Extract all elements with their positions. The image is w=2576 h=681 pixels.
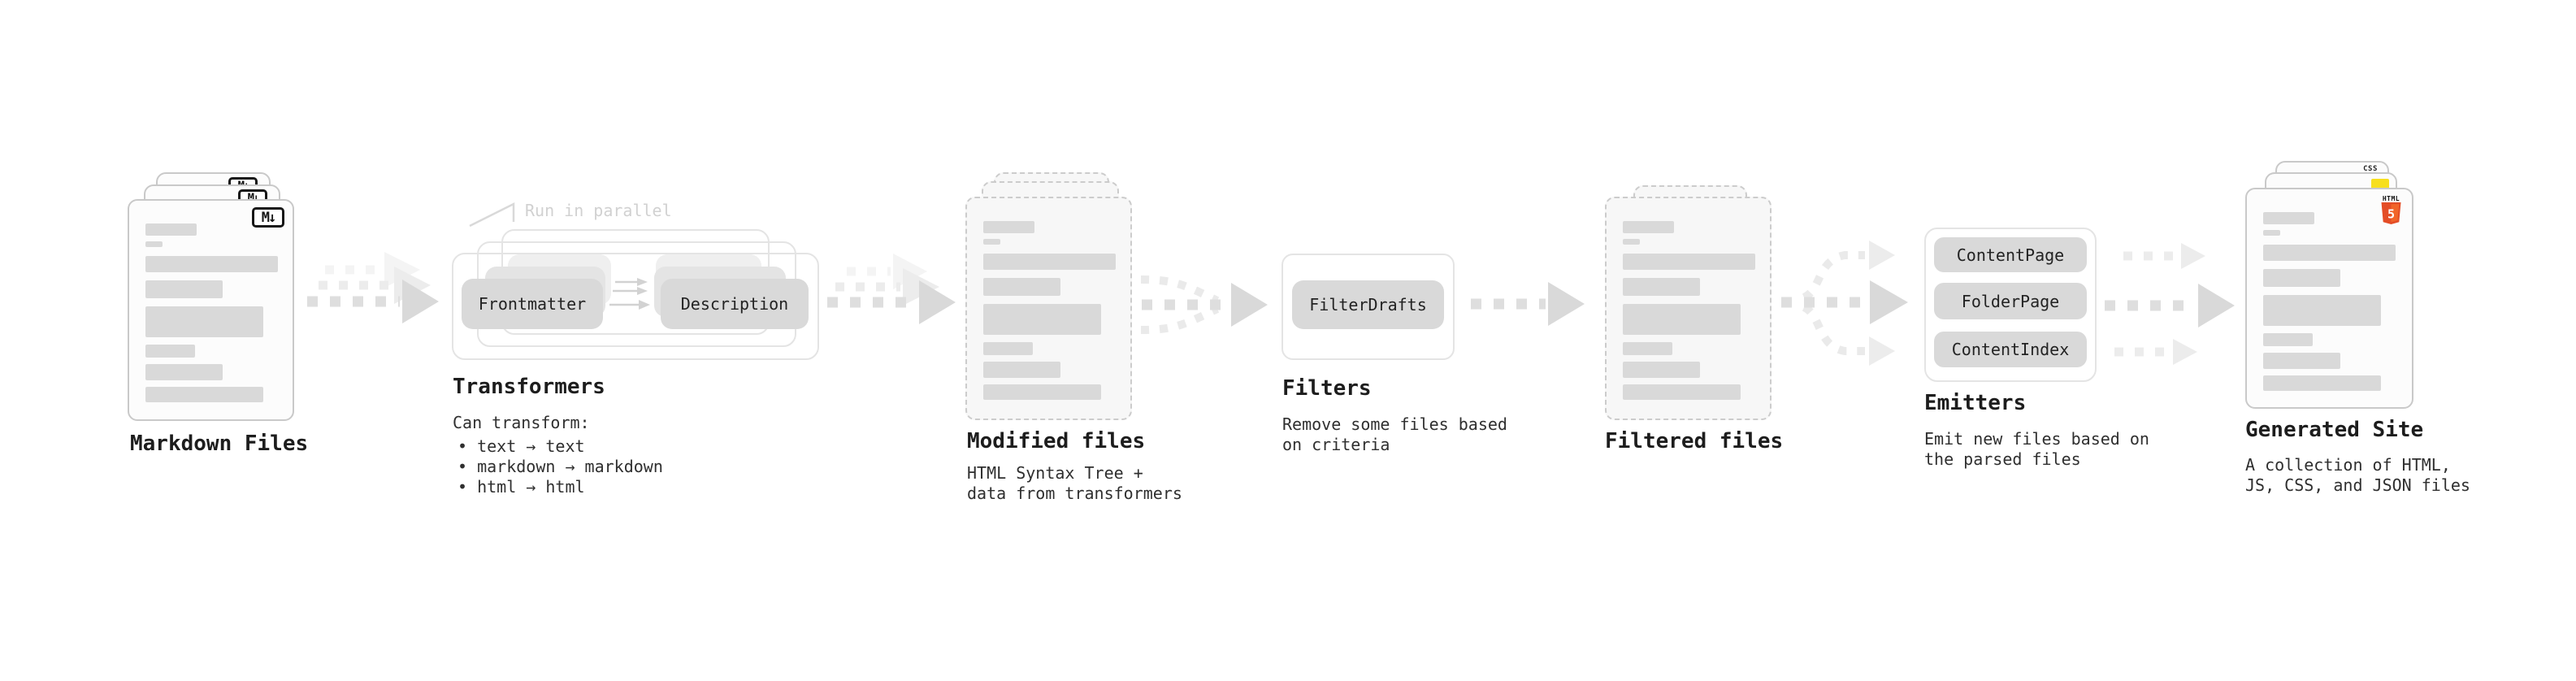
text-line-placeholder (2263, 353, 2340, 369)
emitters-group-box (1924, 228, 2097, 382)
text-line-placeholder (1623, 254, 1755, 270)
modified-desc-line1: HTML Syntax Tree + (967, 463, 1143, 483)
stage-title-filtered-files: Filtered files (1605, 429, 1784, 453)
folderpage-node: FolderPage (1934, 283, 2087, 319)
text-line-placeholder (145, 256, 278, 272)
contentindex-node: ContentIndex (1934, 332, 2087, 367)
transformers-desc: Can transform: (453, 413, 590, 432)
arrow-filtered-to-emitters (1781, 241, 1908, 366)
text-line-placeholder (1623, 239, 1640, 245)
text-line-placeholder (983, 254, 1116, 270)
text-line-placeholder (1623, 278, 1700, 296)
emitters-desc-line2: the parsed files (1924, 449, 2081, 469)
html5-icon-word: HTML (2382, 195, 2400, 202)
text-line-placeholder (2263, 269, 2340, 287)
arrow-transformers-to-modified (827, 254, 956, 324)
text-line-placeholder (2263, 333, 2313, 346)
text-line-placeholder (2263, 212, 2314, 224)
stage-title-emitters: Emitters (1924, 391, 2027, 415)
transformers-bullet: • markdown → markdown (458, 457, 663, 476)
stage-title-generated-site: Generated Site (2245, 418, 2424, 442)
svg-text:5: 5 (2387, 207, 2395, 222)
text-line-placeholder (145, 306, 263, 337)
text-line-placeholder (2263, 230, 2280, 236)
filters-group-box (1281, 254, 1455, 360)
markdown-file-card-front: M↓ (128, 199, 294, 421)
run-in-parallel-callout-line (469, 202, 515, 228)
text-line-placeholder (983, 278, 1060, 296)
transformer-group-box-front (452, 253, 819, 360)
text-line-placeholder (145, 280, 223, 298)
contentpage-node: ContentPage (1934, 237, 2087, 272)
text-line-placeholder (1623, 362, 1700, 378)
text-line-placeholder (145, 387, 263, 402)
arrow-emitters-to-generated (2105, 243, 2235, 365)
text-line-placeholder (2263, 295, 2381, 326)
stage-title-markdown-files: Markdown Files (130, 432, 309, 456)
html5-shield-icon: 5 (2381, 202, 2401, 224)
text-line-placeholder (983, 342, 1033, 355)
filterdrafts-node: FilterDrafts (1292, 280, 1444, 329)
arrow-modified-to-filters (1140, 275, 1268, 334)
description-node: Description (661, 279, 809, 329)
markdown-icon-glyph: M↓ (261, 209, 277, 226)
text-line-placeholder (983, 239, 1000, 245)
filters-desc-line1: Remove some files based (1282, 414, 1507, 434)
text-line-placeholder (983, 304, 1101, 335)
frontmatter-node: Frontmatter (462, 279, 603, 329)
text-line-placeholder (1623, 342, 1672, 355)
text-line-placeholder (1623, 384, 1741, 400)
generated-desc-line2: JS, CSS, and JSON files (2245, 475, 2470, 495)
filters-desc-line2: on criteria (1282, 435, 1390, 454)
text-line-placeholder (1623, 221, 1674, 233)
markdown-icon: M↓ (252, 207, 284, 228)
stage-title-modified-files: Modified files (967, 429, 1146, 453)
text-line-placeholder (145, 223, 197, 236)
transformers-bullet: • text → text (458, 436, 585, 456)
text-line-placeholder (2263, 245, 2396, 261)
generated-desc-line1: A collection of HTML, (2245, 455, 2451, 475)
emitters-desc-line1: Emit new files based on (1924, 429, 2149, 449)
modified-file-card-front (965, 197, 1132, 420)
text-line-placeholder (983, 221, 1034, 233)
stage-title-filters: Filters (1282, 376, 1372, 401)
run-in-parallel-annotation: Run in parallel (525, 201, 672, 220)
transformers-bullet: • html → html (458, 477, 585, 497)
text-line-placeholder (145, 241, 163, 247)
modified-desc-line2: data from transformers (967, 484, 1182, 503)
arrow-filters-to-filtered (1471, 282, 1585, 326)
stage-title-transformers: Transformers (453, 375, 605, 399)
html5-icon: HTML 5 (2381, 196, 2401, 228)
text-line-placeholder (145, 345, 195, 358)
text-line-placeholder (145, 364, 223, 380)
text-line-placeholder (2263, 375, 2381, 391)
generated-html-card: HTML 5 (2245, 188, 2413, 409)
filtered-file-card-front (1605, 197, 1772, 420)
text-line-placeholder (1623, 304, 1741, 335)
css-icon-word: CSS (2363, 165, 2378, 173)
arrow-markdown-to-transformers (307, 252, 439, 323)
text-line-placeholder (983, 384, 1101, 400)
text-line-placeholder (983, 362, 1060, 378)
